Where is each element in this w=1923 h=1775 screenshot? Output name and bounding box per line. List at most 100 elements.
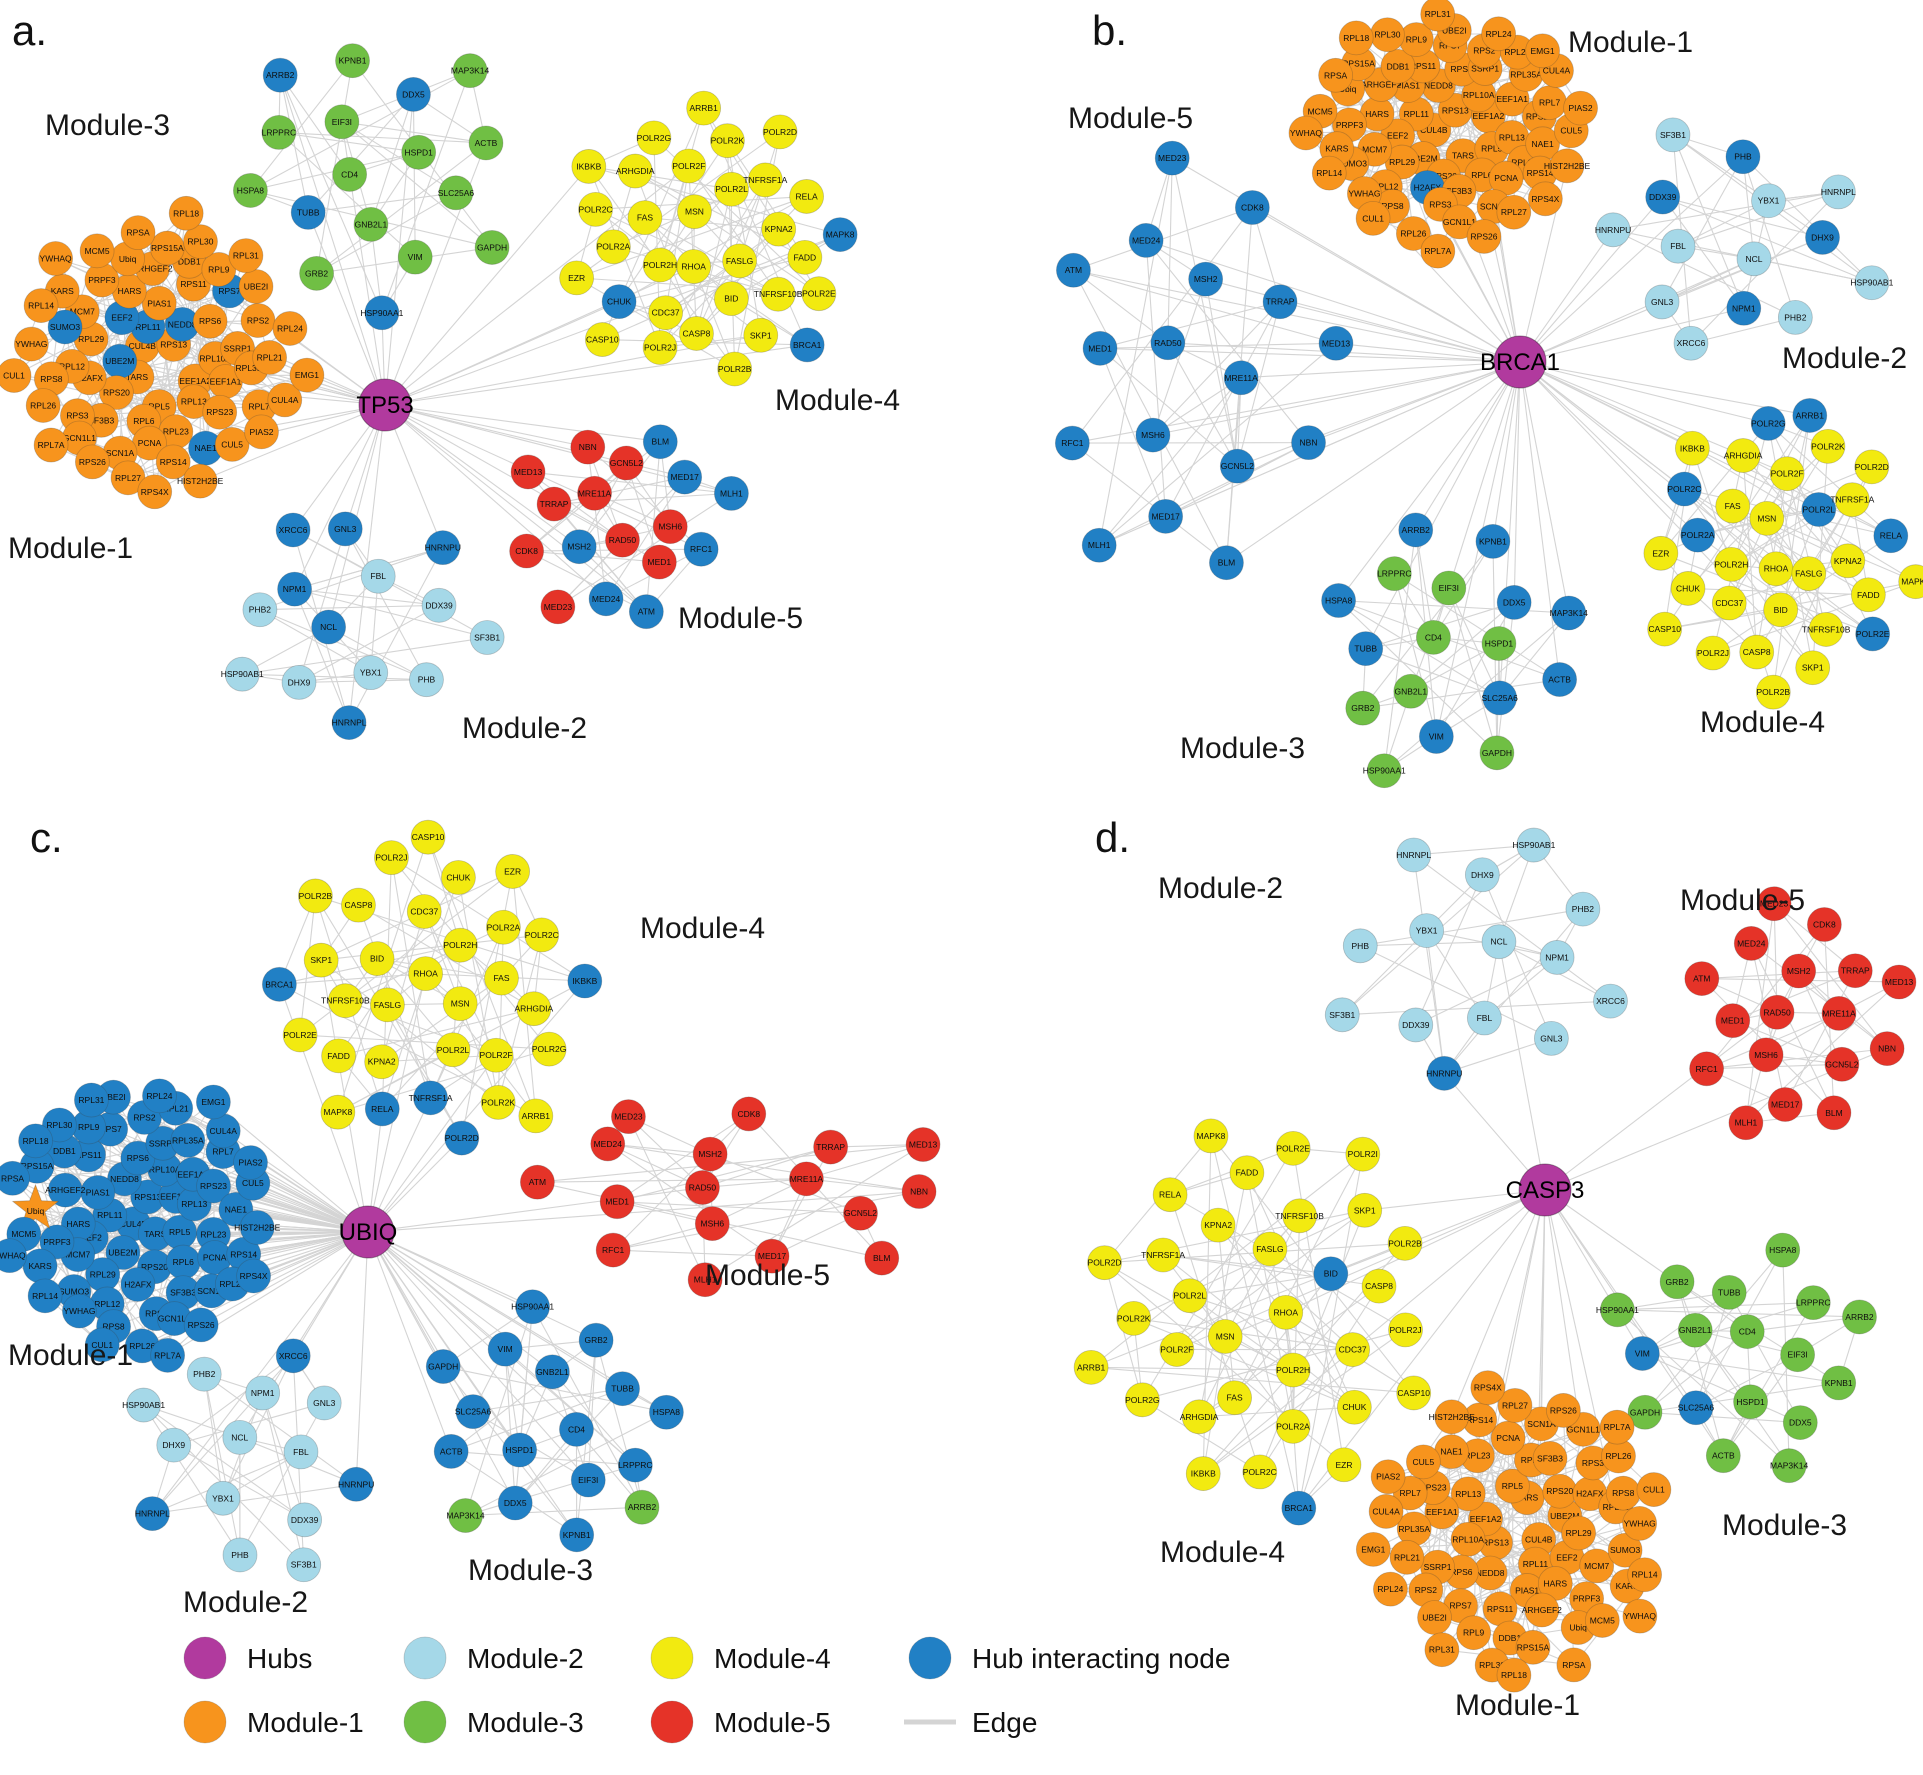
node-label-POLR2A: POLR2A (597, 242, 631, 252)
node-label-HSPD1: HSPD1 (1736, 1397, 1765, 1407)
node-CHUK (441, 860, 476, 895)
edge (250, 70, 471, 191)
node-label-RPS11: RPS11 (1487, 1604, 1514, 1614)
node-label-SSRP1: SSRP1 (149, 1138, 177, 1148)
node-label-NAE1: NAE1 (225, 1204, 247, 1214)
node-label-SF3B3: SF3B3 (1446, 186, 1472, 196)
node-label-POLR2F: POLR2F (1160, 1344, 1193, 1354)
node-RPL26 (1396, 216, 1431, 251)
edge (693, 266, 736, 370)
node-label-FADD: FADD (1236, 1168, 1259, 1178)
edge (1234, 1273, 1332, 1399)
node-label-H2AFX: H2AFX (124, 1279, 152, 1289)
node-POLR2D (444, 1120, 480, 1156)
node-MLH1 (714, 475, 749, 511)
node-label-HIST2H2BE: HIST2H2BE (1544, 161, 1591, 171)
node-label-RPL29: RPL29 (78, 334, 104, 344)
node-label-RPS26: RPS26 (79, 457, 106, 467)
node-label-RPS23: RPS23 (206, 407, 233, 417)
node-label-ARHGEF2: ARHGEF2 (45, 1185, 85, 1195)
node-MED17 (1148, 498, 1184, 534)
node-label-POLR2A: POLR2A (1681, 530, 1715, 540)
edge (1808, 466, 1873, 574)
node-ARRB1 (518, 1098, 554, 1134)
node-label-RPL10A: RPL10A (1452, 1534, 1484, 1544)
node-ARRB1 (1792, 398, 1828, 433)
node-label-PHB2: PHB2 (1572, 904, 1594, 914)
edge (381, 977, 502, 1063)
node-label-HSPD1: HSPD1 (505, 1445, 534, 1455)
node-label-EIF3I: EIF3I (1787, 1350, 1807, 1360)
edge (1165, 301, 1281, 517)
node-label-RPL9: RPL9 (1463, 1628, 1485, 1638)
node-label-TNFRSF10B: TNFRSF10B (754, 289, 803, 299)
node-label-CUL1: CUL1 (1362, 213, 1384, 223)
edge (423, 911, 497, 1056)
node-label-EEF2: EEF2 (1556, 1552, 1578, 1562)
node-label-MAP3K14: MAP3K14 (446, 1511, 485, 1521)
node-label-MED17: MED17 (1151, 511, 1180, 521)
node-label-BRCA1: BRCA1 (1285, 1503, 1314, 1513)
edge (704, 1144, 924, 1281)
edge (1706, 924, 1825, 1070)
node-label-YWHAG: YWHAG (63, 1306, 95, 1316)
node-label-KPNB1: KPNB1 (1825, 1378, 1853, 1388)
node-label-SKP1: SKP1 (1802, 663, 1824, 673)
node-label-RPS2: RPS2 (1473, 46, 1495, 56)
node-label-RPL31: RPL31 (1429, 1645, 1455, 1655)
node-YWHAG (13, 326, 49, 362)
edge (279, 75, 386, 406)
node-label-PHB: PHB (1734, 152, 1752, 162)
module-label-b-Module-4: Module-4 (1700, 706, 1825, 739)
node-KPNA2 (761, 211, 797, 247)
node-label-POLR2K: POLR2K (711, 136, 745, 146)
node-label-RPL7: RPL7 (248, 402, 270, 412)
node-label-EEF2: EEF2 (1387, 131, 1409, 141)
edge (1426, 930, 1485, 1019)
node-POLR2E (801, 276, 837, 312)
edge (1661, 156, 1744, 303)
node-label-UBE2I: UBE2I (1422, 1612, 1447, 1622)
node-MAPK8 (1898, 564, 1923, 600)
edge (537, 1178, 807, 1183)
node-label-CUL4A: CUL4A (271, 395, 299, 405)
node-label-LRPPRC: LRPPRC (618, 1460, 652, 1470)
edge (1467, 1189, 1546, 1540)
node-label-XRCC6: XRCC6 (279, 525, 308, 535)
node-label-DHX9: DHX9 (288, 677, 311, 687)
node-EMG1 (1525, 33, 1560, 69)
node-label-POLR2L: POLR2L (1802, 504, 1835, 514)
node-label-NBN: NBN (1878, 1044, 1896, 1054)
node-POLR2K (710, 123, 745, 159)
node-label-DDX5: DDX5 (1789, 1418, 1812, 1428)
edge (1742, 455, 1758, 653)
node-label-HNRNPU: HNRNPU (1595, 225, 1631, 235)
edge (367, 1231, 578, 1536)
edge (1259, 1285, 1380, 1473)
edge (465, 1506, 643, 1517)
node-label-UBE2I: UBE2I (244, 281, 269, 291)
node-label-PIAS1: PIAS1 (86, 1187, 110, 1197)
node-label-CD4: CD4 (1739, 1327, 1756, 1337)
node-label-TNFRSF1A: TNFRSF1A (1830, 495, 1874, 505)
node-label-PHB: PHB (418, 675, 436, 685)
node-label-RPL13: RPL13 (1499, 132, 1525, 142)
node-label-RPS15A: RPS15A (1517, 1642, 1550, 1652)
node-label-H2AFX: H2AFX (1414, 182, 1442, 192)
node-RPL18 (168, 195, 204, 231)
node-label-GRB2: GRB2 (305, 268, 328, 278)
edge (1544, 1011, 1778, 1191)
node-label-MRE11A: MRE11A (1224, 373, 1258, 383)
node-CASP10 (1647, 611, 1683, 647)
node-NCL (311, 609, 347, 645)
node-NPM1 (277, 571, 312, 607)
node-label-FAS: FAS (1725, 501, 1741, 511)
edge (294, 588, 488, 639)
node-POLR2J (374, 840, 409, 876)
node-label-RPS14: RPS14 (1527, 168, 1554, 178)
edge (1677, 191, 1839, 247)
node-label-MSH6: MSH6 (700, 1219, 724, 1229)
edge (1519, 156, 1744, 363)
edge (588, 165, 732, 190)
node-label-POLR2D: POLR2D (763, 127, 797, 137)
